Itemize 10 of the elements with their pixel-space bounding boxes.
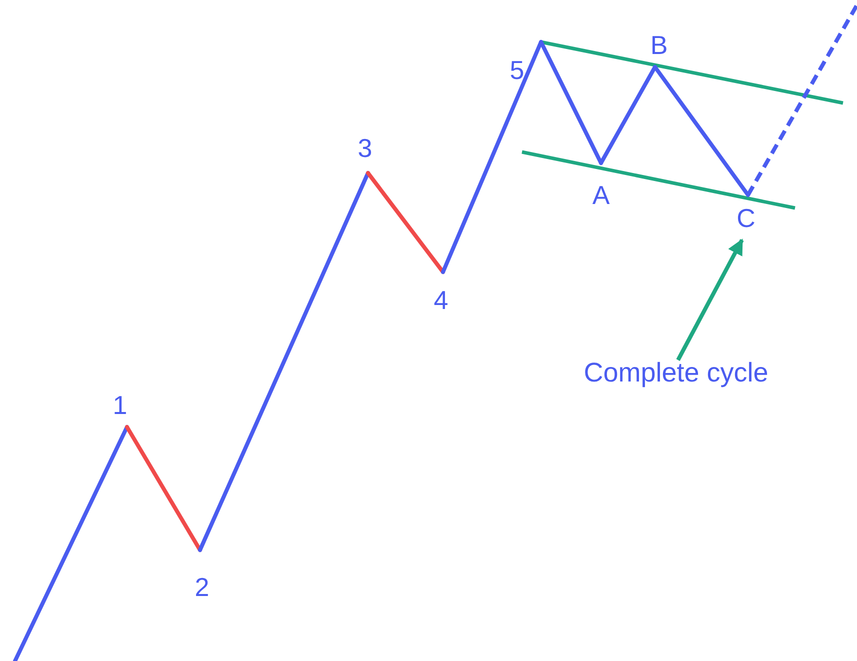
wave-point-label: 2	[194, 574, 210, 600]
wave-point-label: A	[592, 182, 610, 208]
annotation-text: Complete cycle	[584, 360, 768, 386]
wave-point-label: 1	[112, 392, 128, 418]
wave-point-label: 4	[434, 287, 448, 313]
wave-point-label: 3	[358, 135, 372, 161]
wave-point-label: B	[650, 32, 668, 58]
arrow	[676, 238, 744, 361]
wave-point-label: 5	[510, 57, 524, 83]
wave-point-label: C	[736, 205, 756, 231]
